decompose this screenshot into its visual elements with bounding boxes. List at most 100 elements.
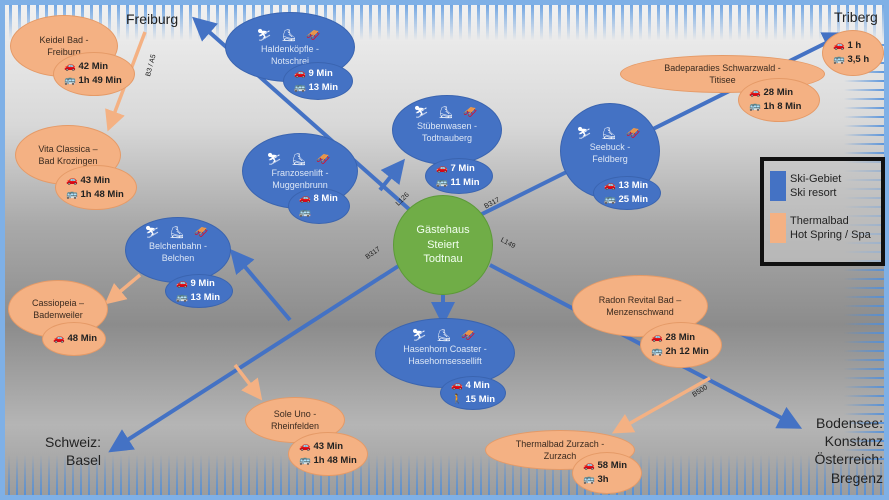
spa-location: Badenweiler [33,310,83,320]
place-basel-line1: Schweiz: [45,434,102,450]
ski-activity-icons: ⛷ ⛸ 🛷 [266,151,334,166]
car-icon: 🚗 [299,441,311,453]
ski-haldenkoepfle-times: 🚗 9 Min 🚌 13 Min [283,62,353,100]
bus-time: 1h 49 Min [78,75,122,86]
bus-icon: 🚌 [176,292,188,303]
ski-location: Muggenbrunn [272,180,328,191]
place-triberg: Triberg [834,9,878,25]
spa-zurzach: Thermalbad Zurzach -Zurzach [485,430,635,470]
icicle-border-top [0,0,889,40]
car-time: 9 Min [190,278,215,290]
car-time: 43 Min [80,174,111,186]
car-time: 42 Min [78,61,109,73]
icicle-border-bottom [0,455,889,500]
bus-time: 13 Min [190,292,221,303]
bus-icon: 🚌 [299,455,311,466]
place-basel-line2: Basel [66,452,102,469]
bus-time: 25 Min [618,194,649,205]
legend-spa-label: Thermalbad [790,214,849,227]
ski-activity-icons: ⛷ ⛸ 🛷 [144,224,212,239]
car-time: 48 Min [67,333,98,345]
spa-location: Bad Krozingen [38,156,98,166]
ski-name: Hasenhorn Coaster - [403,343,487,354]
ski-stuebenwasen-times: 🚗 7 Min 🚌 11 Min [425,158,493,194]
bus-time: 13 Min [308,82,339,93]
car-time: 1 h [847,40,862,52]
arrow-badenweiler [104,273,142,305]
car-icon: 🚗 [749,87,761,99]
spa-radon-revital-times: 🚗 28 Min 🚌 2h 12 Min [640,322,722,368]
bus-icon: 🚌 [651,346,663,357]
ski-belchenbahn: ⛷ ⛸ 🛷 Belchenbahn -Belchen [125,217,231,283]
ski-name: Franzosenlift - [271,167,329,178]
bus-icon: 🚌 [583,474,595,485]
spa-name: Cassiopeia – [31,297,85,308]
car-time: 58 Min [597,460,628,472]
bus-icon: 🚌 [294,82,306,93]
car-icon: 🚗 [583,460,595,472]
ski-franzosenlift-times: 🚗 8 Min 🚌 [288,188,350,224]
walk-icon: 🚶 [451,394,463,405]
car-time: 4 Min [465,380,490,392]
spa-location: Menzenschwand [606,307,674,317]
ski-activity-icons: ⛷ ⛸ 🛷 [411,327,479,342]
car-time: 9 Min [308,68,333,80]
bus-icon: 🚌 [299,207,311,218]
car-time: 28 Min [763,87,794,99]
bus-time: 2h 12 Min [665,346,709,357]
bus-icon: 🚌 [749,101,761,112]
ski-name: Stübenwasen - [416,120,478,131]
car-time: 28 Min [665,332,696,344]
ski-hasenhorn-times: 🚗 4 Min 🚶 15 Min [440,376,506,410]
spa-name: Sole Uno - [273,408,317,419]
bus-icon: 🚌 [64,75,76,86]
spa-sole-uno-times: 🚗 43 Min 🚌 1h 48 Min [288,432,368,476]
ski-hasenhorn: ⛷ ⛸ 🛷 Hasenhorn Coaster -Hasehornsessell… [375,318,515,388]
car-icon: 🚗 [833,40,845,52]
bus-icon: 🚌 [436,177,448,188]
ski-location: Notschrei [270,56,309,67]
ski-location: Todtnauberg [421,133,473,144]
car-icon: 🚗 [651,332,663,344]
bus-time: 3,5 h [847,54,870,65]
place-bodensee-line2: Konstanz [824,433,883,450]
spa-name: Keidel Bad - [39,34,89,45]
spa-location: Zurzach [543,451,577,461]
spa-location: Titisee [709,75,736,85]
ski-name: Haldenköpfle - [260,43,320,54]
place-basel: Schweiz: Basel [45,433,101,469]
car-icon: 🚗 [64,61,76,73]
car-time: 8 Min [313,193,338,205]
walk-time: 15 Min [465,394,496,405]
spa-zurzach-times: 🚗 58 Min 🚌 3h [572,452,642,494]
spa-keidel-times: 🚗 42 Min 🚌 1h 49 Min [53,52,135,96]
ski-name: Seebuck - [589,141,631,152]
car-icon: 🚗 [176,278,188,290]
car-icon: 🚗 [604,180,616,192]
bus-time: 1h 48 Min [80,188,124,200]
spa-cassiopeia-times: 🚗 48 Min [42,322,106,356]
ski-stuebenwasen: ⛷ ⛸ 🛷 Stübenwasen -Todtnauberg [392,95,502,165]
arrow-belchen [229,248,292,322]
spa-location: Freiburg [47,47,81,57]
bus-icon: 🚌 [66,188,78,200]
car-time: 7 Min [450,163,475,175]
bus-time: 1h 48 Min [313,455,357,466]
car-time: 43 Min [313,441,344,453]
bus-time: 3h [597,474,609,485]
ski-activity-icons: ⛷ ⛸ 🛷 [576,125,644,140]
place-bodensee-line1: Bodensee: [816,415,883,431]
car-time: 13 Min [618,180,649,192]
ski-location: Feldberg [592,154,628,165]
arrow-basel [108,263,402,453]
arrow-stuebenwasen [378,158,405,192]
place-bodensee-line3: Österreich: [814,451,883,468]
home-line3: Todtnau [423,253,463,266]
car-icon: 🚗 [436,163,448,175]
legend-swatch-ski [770,171,786,201]
